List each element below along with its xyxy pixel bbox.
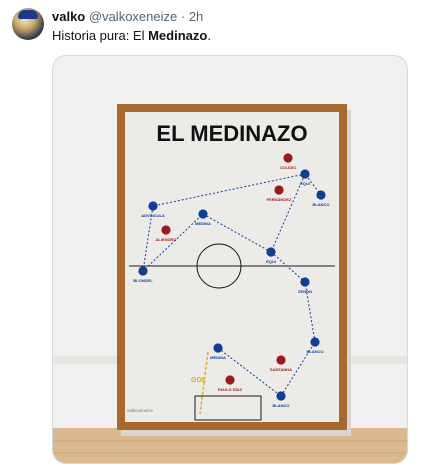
boca-player-dot <box>310 337 320 347</box>
river-player-dot <box>161 225 171 235</box>
penalty-area <box>194 395 262 421</box>
tweet-text-bold: Medinazo <box>148 28 208 43</box>
river-player-label: PAULO DÍAZ <box>218 387 243 392</box>
goal-label: GOL <box>191 377 207 384</box>
author-handle[interactable]: @valkoxeneize <box>88 9 178 24</box>
tweet-text-end: . <box>207 28 211 43</box>
river-player-dot <box>225 375 235 385</box>
boca-player-dot <box>198 209 208 219</box>
boca-player-label: ZENÓN <box>298 289 312 294</box>
separator-dot: · <box>180 9 186 24</box>
pass-line <box>217 347 282 397</box>
boca-player-label: MEDINA <box>210 355 226 360</box>
poster-image: EL MEDINAZO EQUIBLANCOADVÍNCULAMEDINAEQU… <box>53 56 407 463</box>
river-player-label: ALIENDRO <box>156 237 177 242</box>
boca-player-label: BLONDEL <box>133 278 153 283</box>
user-avatar[interactable] <box>12 8 44 40</box>
goal-shot-line <box>199 351 209 415</box>
river-player-dot <box>274 185 284 195</box>
boca-player-dot <box>148 201 158 211</box>
pitch-lines <box>129 243 335 421</box>
boca-player-dot <box>300 169 310 179</box>
river-player-dot <box>283 153 293 163</box>
tweet-text-part: Historia pura: El <box>52 28 149 43</box>
boca-player-label: EQUI <box>300 181 310 186</box>
boca-player-label: BLANCO <box>272 403 289 408</box>
timestamp[interactable]: 2h <box>188 9 204 24</box>
river-player-label: FERNÁNDEZ <box>267 197 292 202</box>
tweet-text: Historia pura: El Medinazo. <box>52 28 211 44</box>
boca-player-label: MEDINA <box>195 221 211 226</box>
tweet-header: valko @valkoxeneize · 2h <box>52 9 203 25</box>
cap-graphic <box>18 10 38 19</box>
center-circle <box>196 243 242 289</box>
poster-title: EL MEDINAZO <box>156 121 307 146</box>
boca-player-label: ADVÍNCULA <box>141 213 165 218</box>
boca-player-dot <box>316 190 326 200</box>
boca-player-dot <box>213 343 223 353</box>
players: EQUI BLANCO ADVÍNCULA MEDINA EQUI BLONDEL ZENÓ… <box>133 153 330 408</box>
boca-player-label: BLANCO <box>312 202 329 207</box>
boca-player-dot <box>276 391 286 401</box>
poster-watermark: valkoxeneize <box>127 408 154 413</box>
boca-player-label: BLANCO <box>306 349 323 354</box>
river-player-label: SANTANNA <box>270 367 292 372</box>
boca-player-dot <box>138 266 148 276</box>
boca-player-dot <box>300 277 310 287</box>
poster-paper <box>125 112 339 422</box>
boca-player-dot <box>266 247 276 257</box>
river-player-dot <box>276 355 286 365</box>
river-player-label: COLIDIO <box>280 165 297 170</box>
author-name[interactable]: valko <box>52 9 86 24</box>
boca-player-label: EQUI <box>266 259 276 264</box>
